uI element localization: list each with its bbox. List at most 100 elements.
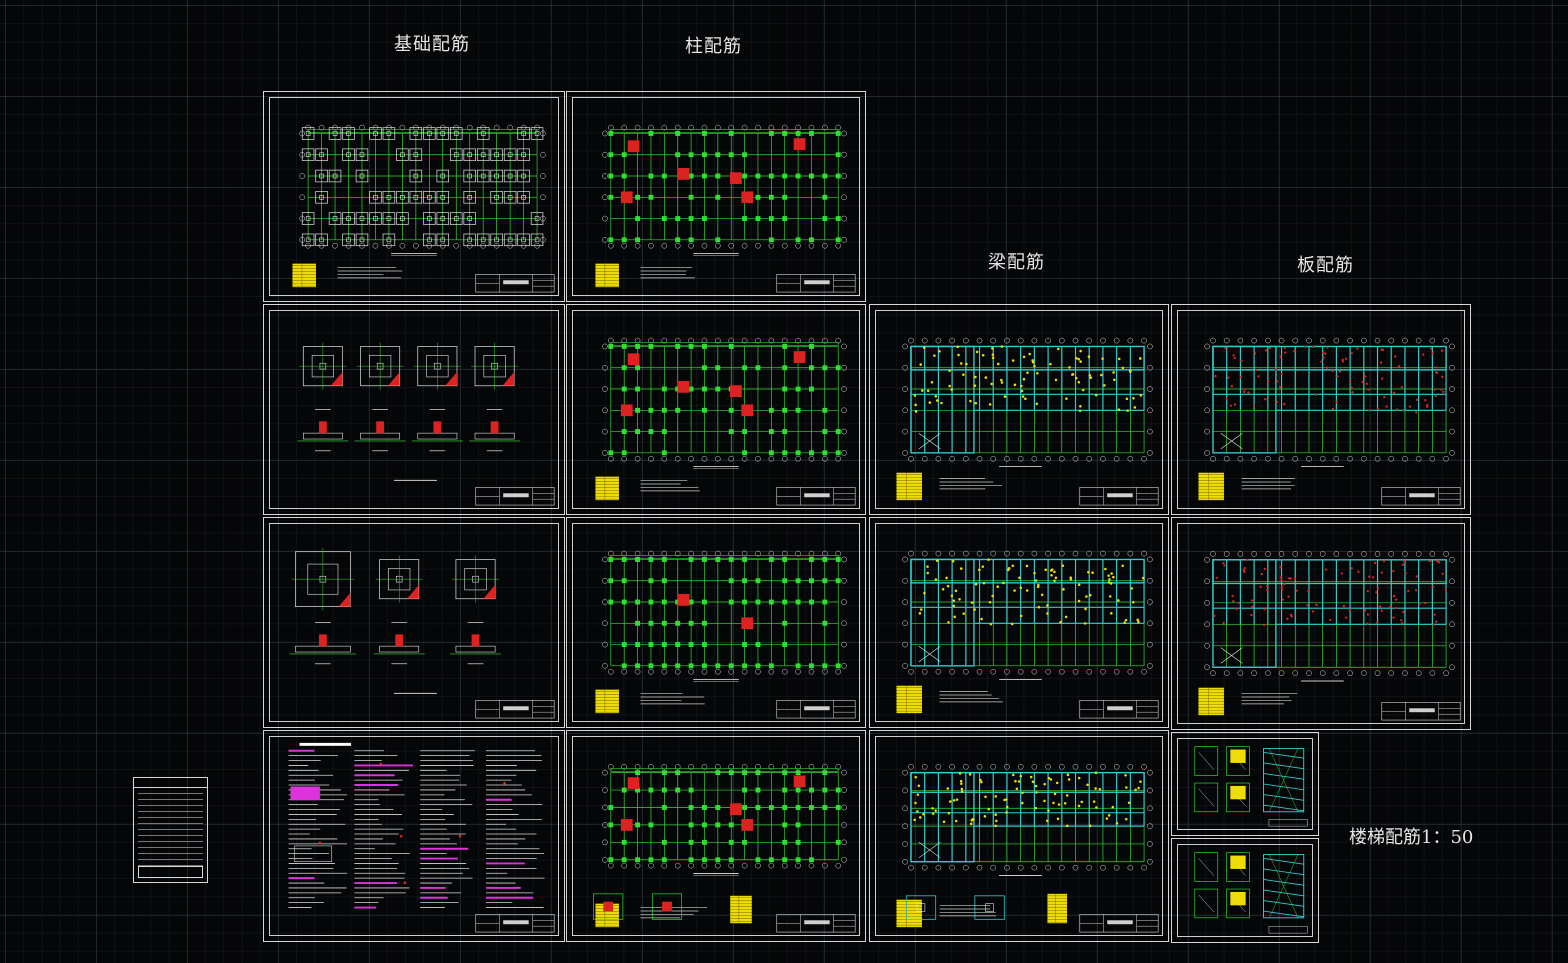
beam-rebar-tag	[1115, 821, 1119, 825]
axis-bubble	[318, 124, 325, 131]
slab-rebar-marker	[1214, 374, 1217, 378]
column-section	[621, 344, 627, 349]
footing-section	[474, 432, 515, 440]
beam-rebar-tag	[1107, 814, 1111, 817]
stair-run	[1198, 788, 1215, 807]
column-section	[702, 365, 707, 371]
slab-rebar-marker	[1250, 613, 1253, 617]
column-section	[835, 805, 841, 810]
slab-rebar-marker	[1351, 391, 1354, 394]
beam-rebar-tag	[1137, 620, 1140, 624]
section-column	[318, 634, 327, 647]
axis-bubble	[1017, 864, 1024, 871]
column-section	[675, 237, 681, 243]
sheet-column-plan-1[interactable]	[566, 91, 866, 302]
sheet-column-plan-2[interactable]	[566, 304, 866, 515]
sheet-column-plan-4[interactable]	[566, 730, 866, 942]
column-section	[675, 386, 681, 392]
axis-bubble	[688, 550, 694, 557]
axis-bubble	[602, 237, 608, 243]
axis-bubble	[908, 668, 914, 675]
axis-bubble	[1333, 455, 1340, 462]
sheet-beam-plan-2[interactable]	[869, 517, 1169, 728]
stair-flight	[1263, 751, 1304, 759]
slab-rebar-marker	[1279, 575, 1283, 579]
beam-rebar-tag	[1046, 604, 1049, 607]
sheet-foundation-plan[interactable]	[263, 91, 565, 302]
sheet-column-plan-3[interactable]	[566, 517, 866, 728]
column-section	[795, 822, 801, 828]
column-section	[702, 839, 707, 845]
sheet-slab-plan-1[interactable]	[1171, 304, 1471, 515]
column-section	[728, 770, 734, 776]
axis-bubble	[661, 550, 668, 557]
axis-bubble	[935, 455, 942, 462]
slab-rebar-marker	[1415, 398, 1419, 402]
column-section	[688, 805, 694, 810]
footing-outline	[450, 127, 463, 140]
footing-section	[379, 645, 420, 653]
column-section	[608, 131, 614, 136]
axis-bubble	[935, 337, 942, 344]
beam-rebar-tag	[1034, 806, 1038, 810]
stair-rebar	[1269, 854, 1299, 918]
beam-rebar-tag	[1087, 570, 1090, 574]
axis-bubble	[1045, 455, 1051, 462]
sheet-beam-plan-1[interactable]	[869, 304, 1169, 515]
axis-bubble	[1292, 337, 1299, 344]
column-section	[835, 216, 841, 222]
column-section	[635, 365, 641, 371]
axis-bubble	[1072, 550, 1079, 557]
slab-rebar-marker	[1426, 403, 1429, 407]
axis-bubble	[1333, 551, 1340, 557]
slab-rebar-marker	[1224, 346, 1227, 350]
slab-rebar-marker	[1350, 567, 1353, 570]
sheet-stair-1[interactable]	[1171, 732, 1319, 836]
footing-outline	[342, 148, 355, 161]
axis-bubble	[741, 337, 748, 344]
axis-bubble	[1449, 664, 1455, 671]
axis-bubble	[608, 242, 614, 249]
sheet-footing-details-2[interactable]	[263, 517, 565, 728]
column-section	[728, 599, 734, 605]
sheet-footing-details-1[interactable]	[263, 304, 565, 515]
axis-bubble	[1031, 763, 1038, 770]
column-detail-marker	[730, 172, 742, 185]
axis-bubble	[399, 124, 406, 131]
sheet-beam-plan-3[interactable]	[869, 730, 1169, 942]
axis-bubble	[1278, 337, 1285, 344]
column-section	[755, 663, 761, 669]
column-section	[675, 663, 681, 669]
column-detail-marker	[793, 138, 806, 150]
axis-bubble	[1072, 668, 1079, 675]
sheet-stair-2[interactable]	[1171, 838, 1319, 943]
slab-rebar-marker	[1329, 618, 1332, 622]
beam-rebar-tag	[1005, 805, 1009, 809]
beam-rebar-tag	[918, 612, 922, 615]
column-section	[782, 131, 788, 136]
footing-outline	[490, 169, 503, 183]
beam-rebar-tag	[1031, 780, 1035, 784]
column-section	[621, 173, 627, 179]
footing-outline	[517, 233, 530, 247]
axis-bubble	[674, 455, 681, 462]
beam-rebar-tag	[996, 362, 1000, 366]
axis-bubble	[621, 862, 627, 869]
drawing-index-table[interactable]	[133, 777, 208, 883]
footing-outline	[328, 212, 342, 225]
column-section	[675, 407, 681, 413]
axis-bubble	[661, 668, 668, 675]
note-marker	[318, 841, 322, 845]
column-section	[715, 663, 721, 669]
detail-frame	[974, 895, 1005, 920]
sheet-slab-plan-2[interactable]	[1171, 517, 1471, 730]
slab-rebar-marker	[1246, 558, 1249, 562]
axis-bubble	[781, 862, 788, 869]
axis-bubble	[781, 763, 788, 770]
column-section	[795, 805, 801, 810]
sheet-border	[269, 97, 559, 296]
axis-bubble	[841, 787, 847, 793]
sheet-general-notes[interactable]	[263, 730, 565, 942]
column-section	[688, 663, 694, 669]
